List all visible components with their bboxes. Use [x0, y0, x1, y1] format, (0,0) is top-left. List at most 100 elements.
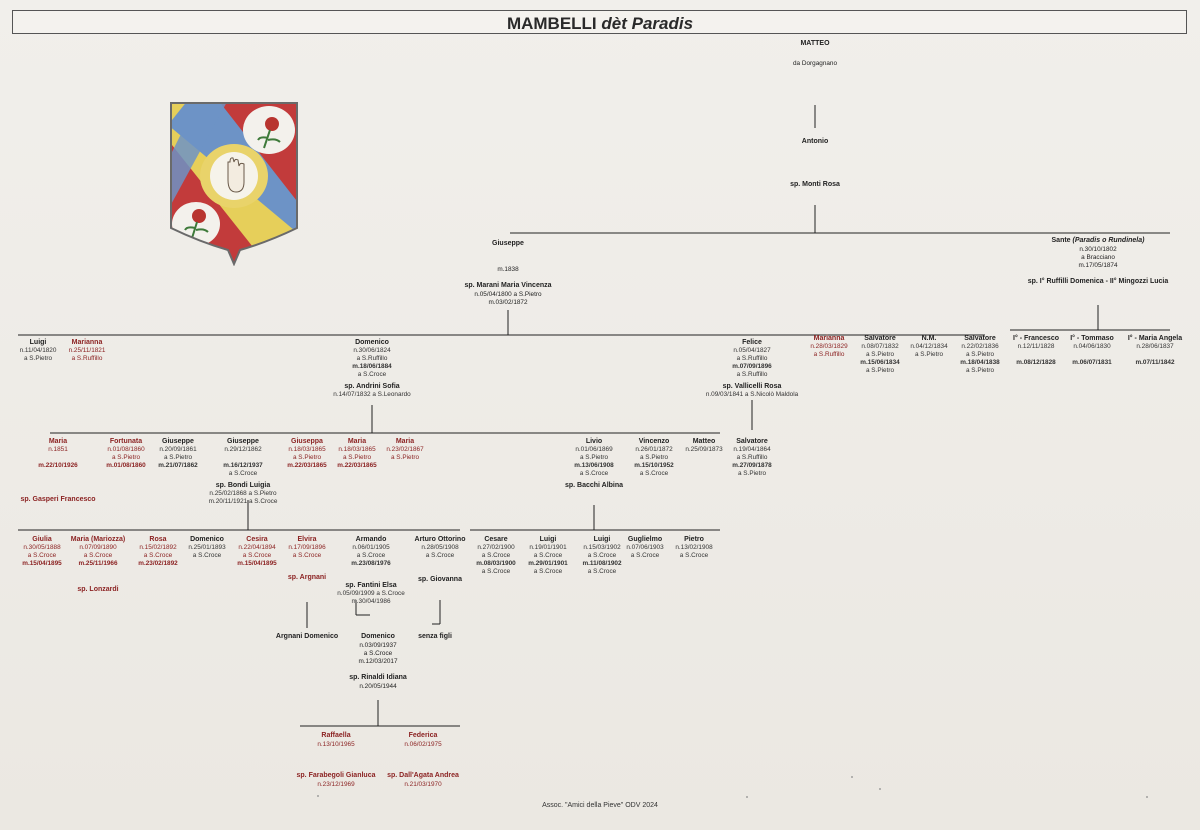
person-name: Salvatore	[964, 335, 996, 342]
matteo-origin: da Dorgagnano	[792, 60, 838, 67]
person-name: Domenico	[355, 339, 389, 346]
person-detail: a S.Ruffillo	[736, 371, 768, 378]
person-sante: Sante (Paradis o Rundinela)	[1052, 237, 1145, 244]
person-detail: m.15/06/1834	[860, 359, 900, 366]
person-name: Giuseppa	[291, 438, 323, 445]
person-detail: a S.Croce	[228, 470, 258, 477]
person-name: Armando	[355, 536, 387, 543]
person-raffaella: Raffaella	[321, 732, 351, 739]
person-detail: m.15/04/1895	[237, 560, 277, 567]
person-spouse: sp. Giovanna	[418, 576, 462, 583]
spouse-detail: n.25/02/1868 a S.Pietro	[209, 490, 277, 497]
person-detail: n.04/12/1834	[910, 343, 948, 350]
person-detail: m.25/11/1966	[78, 560, 118, 567]
person-detail: a S.Croce	[356, 552, 386, 559]
person-detail: n.27/02/1900	[477, 544, 515, 551]
person-detail: a S.Croce	[357, 371, 387, 378]
sante-death: m.17/05/1874	[1078, 262, 1118, 269]
person-giuseppe-gen2: Giuseppe	[492, 240, 524, 247]
coat-of-arms-icon	[170, 102, 298, 266]
person-detail: a S.Pietro	[292, 454, 322, 461]
person-name: Luigi	[539, 536, 557, 543]
sante-name: Sante	[1051, 237, 1071, 244]
person-detail: m.18/04/1838	[960, 359, 1000, 366]
person-detail: a S.Croce	[587, 568, 617, 575]
title-surname: MAMBELLI	[506, 14, 597, 33]
person-detail: n.28/03/1829	[810, 343, 848, 350]
person-name: Felice	[742, 339, 762, 346]
person-spouse: sp. Bacchi Albina	[564, 482, 624, 489]
person-name: Giulia	[32, 536, 52, 543]
person-detail: m.15/10/1952	[634, 462, 674, 469]
person-detail: m.23/08/1976	[351, 560, 391, 567]
person-name: Marianna	[813, 335, 845, 342]
person-detail: n.04/06/1830	[1073, 343, 1111, 350]
person-detail: n.23/02/1867	[386, 446, 424, 453]
person-detail: m.13/06/1908	[574, 462, 614, 469]
person-detail: a S.Croce	[481, 568, 511, 575]
spouse-detail: m.20/11/1921 a S.Croce	[208, 498, 278, 505]
person-detail: a S.Pietro	[23, 355, 53, 362]
person-detail: m.01/08/1860	[106, 462, 146, 469]
person-matteo: MATTEO	[800, 40, 830, 47]
person-detail: m.21/07/1862	[158, 462, 198, 469]
person-detail: a S.Pietro	[111, 454, 141, 461]
person-detail: n.07/09/1890	[79, 544, 117, 551]
person-detail: n.17/09/1896	[288, 544, 326, 551]
person-detail: m.22/03/1865	[287, 462, 327, 469]
person-spouse: sp. Fantini Elsa	[345, 582, 397, 589]
person-detail: n.29/12/1862	[224, 446, 262, 453]
person-detail: m.22/03/1865	[337, 462, 377, 469]
sante-spouses: sp. I° Ruffilli Domenica - II° Mingozzi …	[1027, 278, 1169, 285]
domenico-gen6-line-0: n.03/09/1937	[359, 642, 397, 649]
person-detail: a S.Pietro	[639, 454, 669, 461]
person-detail: a S.Croce	[143, 552, 173, 559]
person-detail: a S.Pietro	[163, 454, 193, 461]
person-name: Pietro	[684, 536, 704, 543]
person-name: Arturo Ottorino	[414, 536, 466, 543]
giuseppe-marriage: m.1838	[497, 266, 519, 273]
person-detail: m.16/12/1937	[223, 462, 263, 469]
person-detail: a S.Pietro	[914, 351, 944, 358]
giuseppe-spouse-death: m.03/02/1872	[488, 299, 528, 306]
person-name: Marianna	[71, 339, 103, 346]
person-detail: a S.Pietro	[965, 367, 995, 374]
person-argnani-domenico: Argnani Domenico	[275, 633, 339, 640]
person-detail: a S.Pietro	[579, 454, 609, 461]
person-name: Maria	[395, 438, 415, 445]
person-detail: a S.Pietro	[737, 470, 767, 477]
person-name: Luigi	[593, 536, 611, 543]
spouse-detail: m.30/04/1986	[351, 598, 391, 605]
person-detail: a S.Croce	[292, 552, 322, 559]
person-name: Livio	[585, 438, 603, 445]
person-detail: m.15/04/1895	[22, 560, 62, 567]
person-name: Cesare	[484, 536, 508, 543]
raffaella-birth: n.13/10/1965	[317, 741, 355, 748]
spouse-detail: n.14/07/1832 a S.Leonardo	[333, 391, 411, 398]
person-detail: a S.Croce	[679, 552, 709, 559]
person-name: I° - Maria Angela	[1127, 335, 1183, 342]
person-name: Maria (Mariozza)	[70, 536, 126, 543]
domenico-gen6-line-2: m.12/03/2017	[358, 658, 398, 665]
person-detail: a S.Croce	[630, 552, 660, 559]
person-name: Elvira	[297, 536, 317, 543]
person-spouse: sp. Bondi Luigia	[215, 482, 271, 489]
person-detail: n.28/06/1837	[1136, 343, 1174, 350]
person-name: Matteo	[692, 438, 716, 445]
person-detail: m.11/08/1902	[582, 560, 622, 567]
person-name: Cesira	[246, 536, 268, 543]
